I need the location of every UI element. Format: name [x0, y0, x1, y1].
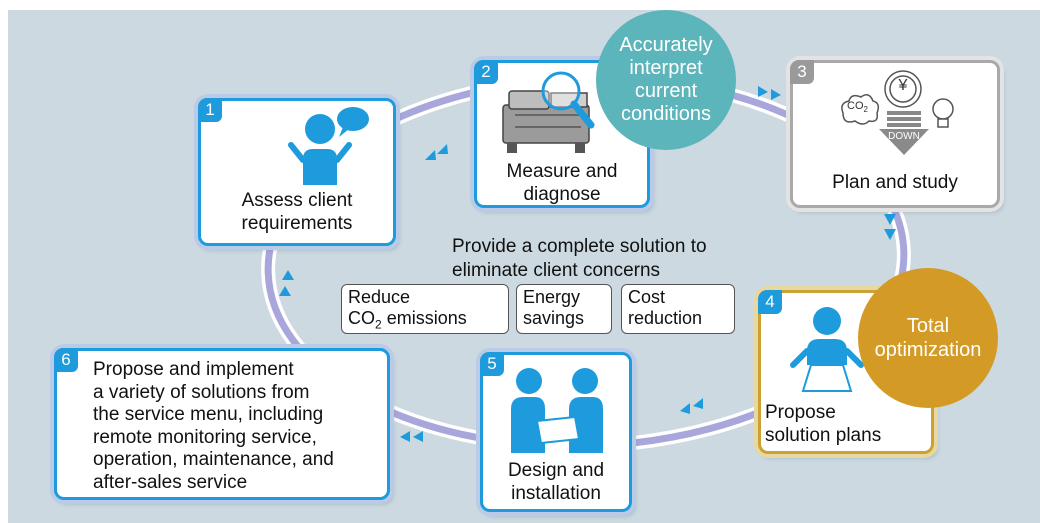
step-2-label: Measure and diagnose — [506, 161, 618, 205]
co2-yen-bulb-graphic — [841, 70, 954, 155]
optimization-badge: Total optimization — [858, 268, 998, 408]
step-3-card: 3 CO2 ¥ DOWN Plan and study — [790, 60, 1000, 208]
step-number: 3 — [790, 60, 814, 84]
step-number: 2 — [474, 60, 498, 84]
step-6-description: Propose and implement a variety of solut… — [93, 359, 334, 493]
flow-arrows — [279, 86, 896, 442]
tag-cost-reduction: Cost reduction — [621, 284, 735, 334]
step-1-card: 1 Assess client requirements — [198, 98, 396, 246]
step-6-card: 6 Propose and implement a variety of sol… — [54, 348, 390, 500]
interpret-badge: Accurately interpret current conditions — [596, 10, 736, 150]
yen-text: ¥ — [898, 77, 908, 94]
handshake-plan-icon — [511, 368, 603, 453]
step-number: 4 — [758, 290, 782, 314]
step-5-card: 5 Design and installation — [480, 352, 632, 512]
down-text: DOWN — [888, 131, 920, 142]
step-4-label: Propose solution plans — [765, 402, 882, 446]
step-number: 6 — [54, 348, 78, 372]
co2-yen-bulb-down-icon: CO2 ¥ DOWN — [833, 67, 963, 159]
step-number: 5 — [480, 352, 504, 376]
step-5-label: Design and installation — [507, 460, 605, 504]
co2-text: CO2 — [847, 100, 868, 115]
center-heading: Provide a complete solution to eliminate… — [452, 236, 707, 281]
step-number: 1 — [198, 98, 222, 122]
presenter-icon — [790, 307, 864, 392]
step-1-label: Assess client requirements — [241, 190, 353, 234]
step-3-label: Plan and study — [832, 172, 958, 193]
tag-reduce-co2: Reduce CO2 emissions — [341, 284, 509, 334]
tag-co2-line: CO2 emissions — [348, 308, 467, 332]
chiller-magnifier-icon — [502, 71, 595, 153]
person-speech-icon — [288, 107, 369, 185]
tag-energy-savings: Energy savings — [516, 284, 612, 334]
